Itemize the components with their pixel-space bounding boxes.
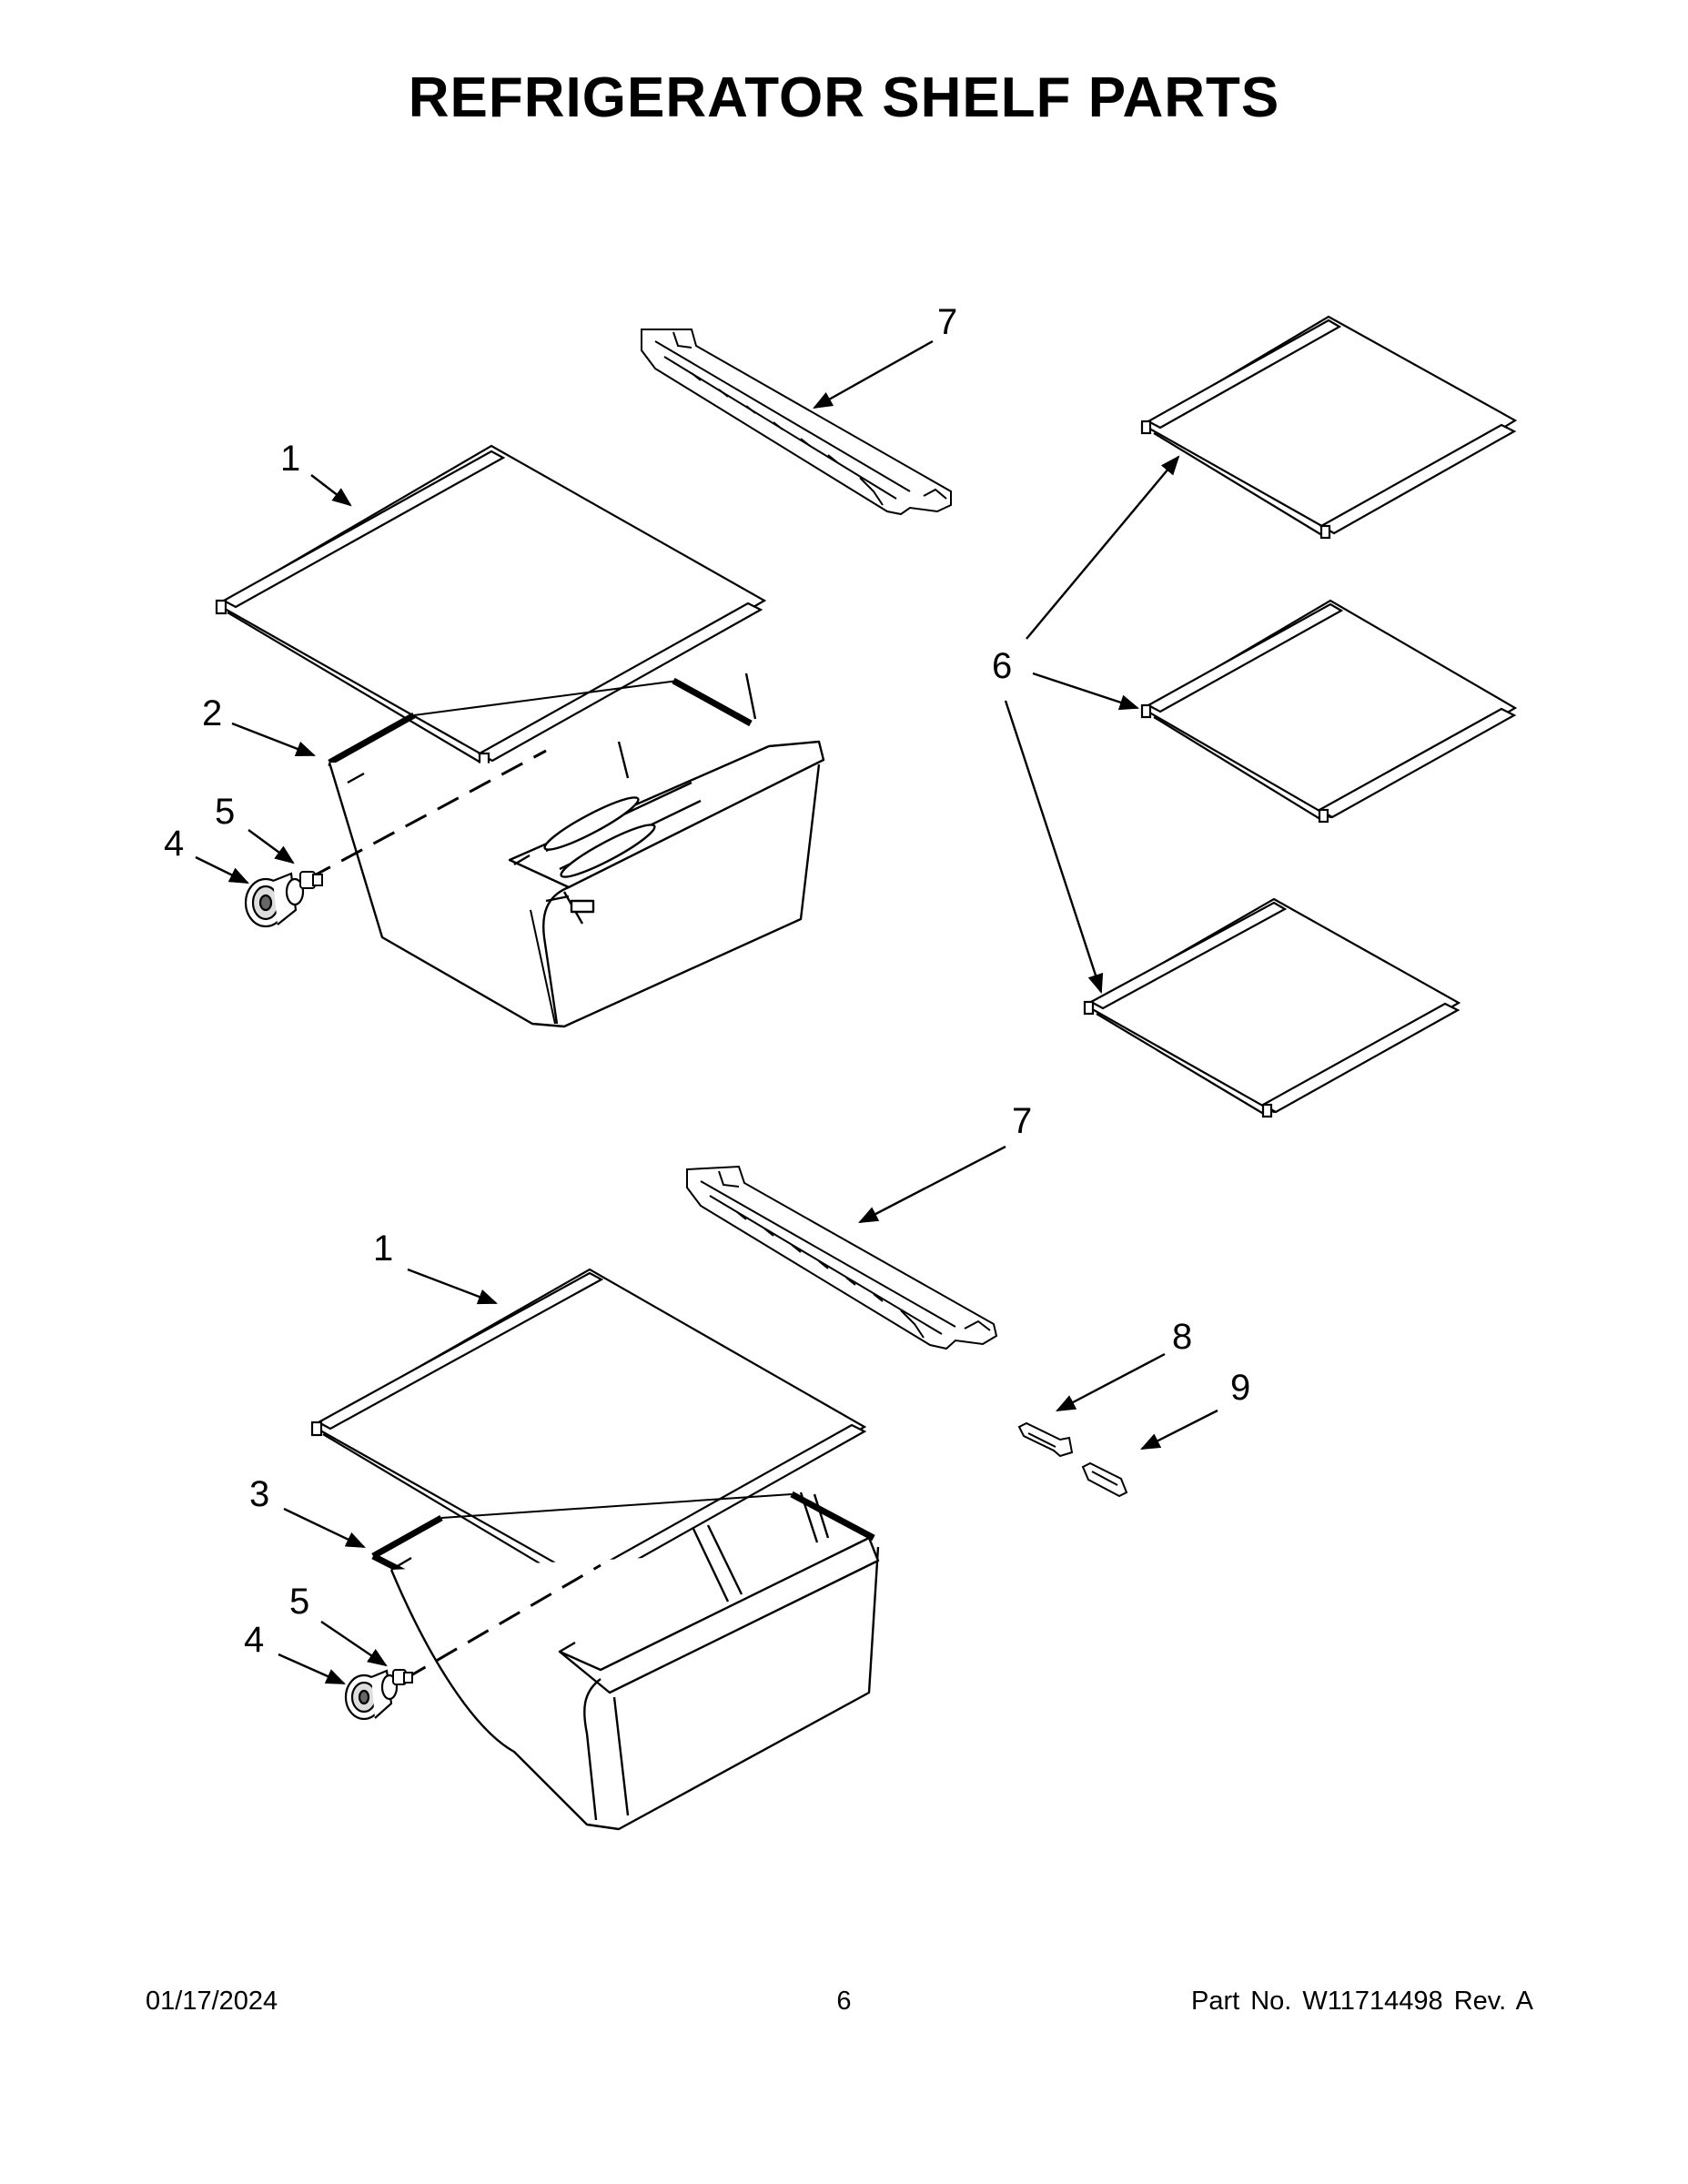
small-clip-part-9 bbox=[1081, 1461, 1128, 1498]
shelf-rail-top bbox=[641, 329, 952, 516]
axle-stud-top bbox=[299, 871, 323, 889]
roller-wheel-top bbox=[244, 872, 305, 928]
callout-2: 2 bbox=[202, 693, 222, 733]
footer-page-number: 6 bbox=[836, 1987, 852, 2016]
callout-6: 6 bbox=[992, 646, 1012, 686]
glass-shelf-right-upper bbox=[1140, 315, 1518, 540]
callout-7-top: 7 bbox=[937, 302, 957, 342]
callout-5-top: 5 bbox=[215, 792, 235, 832]
bracket-clip-part-8 bbox=[1017, 1421, 1074, 1458]
callout-7-bottom: 7 bbox=[1012, 1101, 1032, 1141]
glass-shelf-top-left bbox=[215, 444, 767, 768]
callout-3: 3 bbox=[249, 1474, 269, 1514]
callout-5-bottom: 5 bbox=[289, 1582, 309, 1622]
axle-dashed-line-bottom bbox=[404, 1563, 601, 1681]
crisper-drawer-top bbox=[328, 672, 825, 1028]
callout-4-bottom: 4 bbox=[244, 1620, 264, 1660]
glass-shelf-bottom-left bbox=[310, 1268, 867, 1592]
glass-shelf-right-middle bbox=[1140, 599, 1518, 824]
shelf-rail-bottom bbox=[686, 1165, 998, 1350]
callout-9: 9 bbox=[1230, 1368, 1250, 1408]
axle-dashed-line-top bbox=[308, 749, 547, 880]
callout-8: 8 bbox=[1172, 1317, 1192, 1357]
footer-part-number: Part No. W11714498 Rev. A bbox=[1190, 1987, 1533, 2016]
glass-shelf-right-lower bbox=[1083, 897, 1461, 1118]
callout-leaders bbox=[195, 339, 1218, 1685]
footer-date: 01/17/2024 bbox=[146, 1987, 278, 2016]
callout-1-bottom: 1 bbox=[373, 1228, 393, 1269]
roller-wheel-bottom bbox=[344, 1669, 399, 1721]
axle-stud-bottom bbox=[392, 1669, 413, 1685]
callout-1-top: 1 bbox=[280, 439, 300, 479]
callout-4-top: 4 bbox=[164, 824, 184, 864]
page-title: REFRIGERATOR SHELF PARTS bbox=[408, 66, 1280, 129]
